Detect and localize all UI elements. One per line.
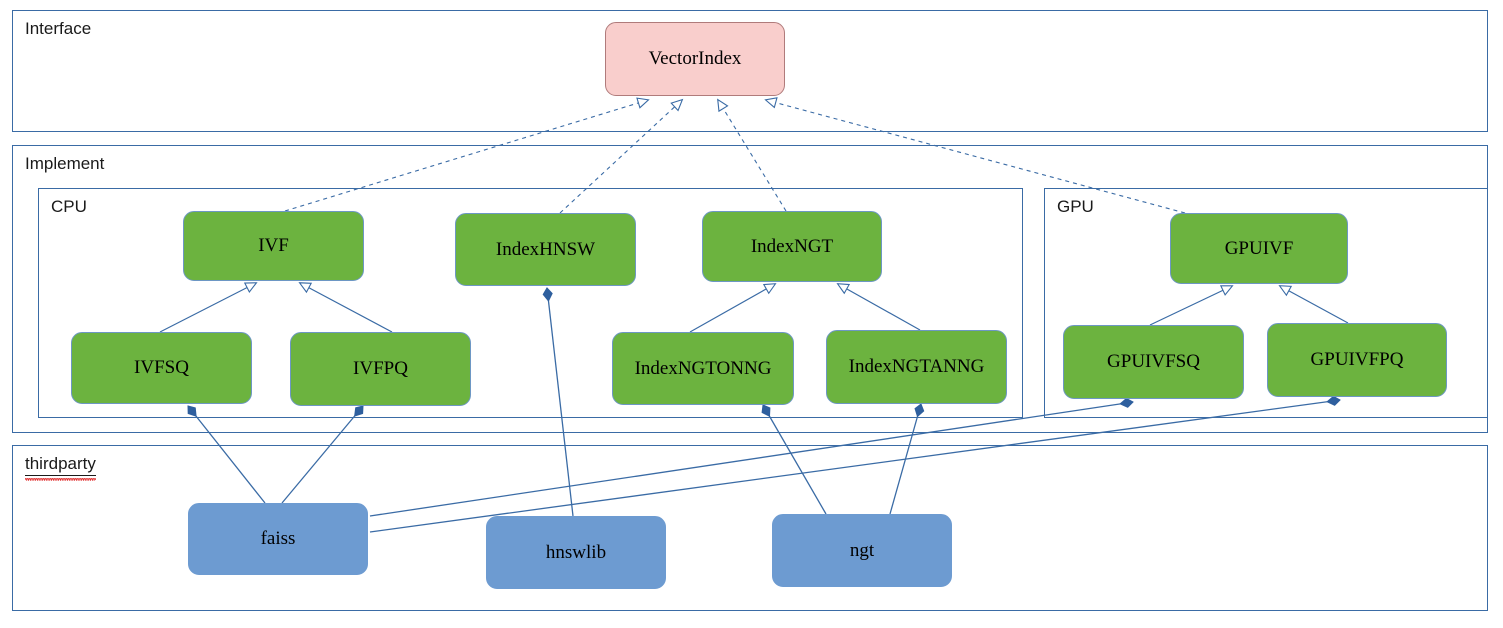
group-label-thirdparty: thirdparty: [25, 454, 96, 481]
edge-indexngtanng-to-ngt: [889, 403, 925, 515]
class-node-hnswlib[interactable]: hnswlib: [486, 516, 666, 589]
class-node-gpuivfsq[interactable]: GPUIVFSQ: [1063, 325, 1244, 399]
group-container-cpu: [38, 188, 1023, 418]
edge-indexhnsw-to-hnswlib: [542, 287, 574, 517]
class-node-ivfpq[interactable]: IVFPQ: [290, 332, 471, 406]
class-node-gpuivf[interactable]: GPUIVF: [1170, 213, 1348, 284]
class-node-ivfsq[interactable]: IVFSQ: [71, 332, 252, 404]
group-container-thirdparty: [12, 445, 1488, 611]
class-node-label: IndexNGTANNG: [848, 356, 985, 377]
class-node-label: IndexNGTONNG: [634, 357, 772, 379]
class-node-label: IVFSQ: [134, 357, 189, 378]
class-node-label: IndexNGT: [750, 235, 834, 257]
class-node-indexngtonng[interactable]: IndexNGTONNG: [612, 332, 794, 405]
class-node-indexngt[interactable]: IndexNGT: [702, 211, 882, 282]
class-node-label: IndexHNSW: [495, 238, 596, 260]
class-node-label: hnswlib: [545, 541, 607, 563]
class-node-label: IVF: [258, 235, 289, 256]
edge-gpuivf-to-vectorindex: [764, 97, 1186, 214]
edge-ivfsq-to-ivf: [159, 282, 258, 333]
edge-indexhnsw-to-vectorindex: [559, 98, 684, 214]
group-label-cpu: CPU: [51, 197, 87, 216]
class-node-label: GPUIVFPQ: [1310, 349, 1404, 370]
edge-gpuivfpq-to-gpuivf: [1278, 285, 1349, 324]
edge-ivfsq-to-faiss: [187, 405, 266, 504]
group-label-interface: Interface: [25, 19, 92, 38]
class-node-label: ngt: [849, 539, 875, 561]
class-node-ivf[interactable]: IVF: [183, 211, 364, 281]
class-node-gpuivfpq[interactable]: GPUIVFPQ: [1267, 323, 1447, 397]
class-node-ngt[interactable]: ngt: [772, 514, 952, 587]
edge-ivfpq-to-faiss: [281, 405, 364, 504]
class-node-vectorindex[interactable]: VectorIndex: [605, 22, 785, 96]
class-node-faiss[interactable]: faiss: [188, 503, 368, 575]
class-node-indexhnsw[interactable]: IndexHNSW: [455, 213, 636, 286]
spellcheck-squiggle-icon: [25, 477, 96, 481]
edge-gpuivfsq-to-faiss: [369, 397, 1134, 517]
edge-ivfpq-to-ivf: [298, 282, 393, 333]
class-node-label: GPUIVF: [1224, 237, 1294, 259]
group-label-implement: Implement: [25, 154, 105, 173]
edge-gpuivfpq-to-faiss: [369, 395, 1341, 533]
group-container-interface: [12, 10, 1488, 132]
edge-indexngtonng-to-ngt: [761, 404, 827, 515]
class-node-label: VectorIndex: [648, 48, 742, 69]
group-container-gpu: [1044, 188, 1488, 418]
class-node-label: faiss: [260, 528, 296, 549]
class-node-label: GPUIVFSQ: [1107, 351, 1200, 372]
class-node-indexngtanng[interactable]: IndexNGTANNG: [826, 330, 1007, 404]
group-label-gpu: GPU: [1057, 197, 1094, 216]
edge-indexngtanng-to-indexngt: [836, 283, 921, 331]
edge-gpuivfsq-to-gpuivf: [1149, 285, 1234, 326]
class-node-label: IVFPQ: [353, 358, 408, 379]
edge-indexngtonng-to-indexngt: [689, 283, 777, 333]
edge-indexngt-to-vectorindex: [717, 98, 787, 212]
